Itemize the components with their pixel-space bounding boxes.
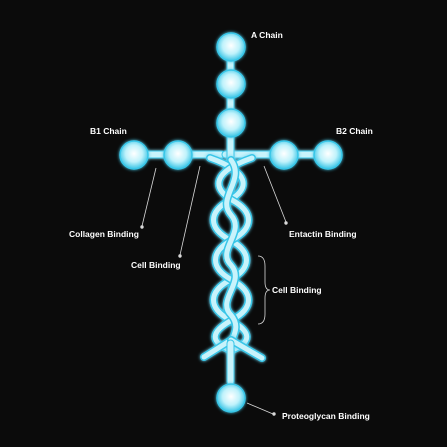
b1-chain-label: B1 Chain — [90, 126, 127, 136]
a-chain-label: A Chain — [251, 30, 283, 40]
cell-binding-left-label: Cell Binding — [131, 260, 181, 270]
entactin-binding-pointer — [263, 165, 287, 223]
collagen-binding-label: Collagen Binding — [69, 229, 139, 239]
a-chain-globule-3 — [216, 108, 246, 138]
cell-binding-left-pointer-dot — [178, 254, 182, 258]
cell-binding-right-label: Cell Binding — [272, 285, 322, 295]
b2-chain-label: B2 Chain — [336, 126, 373, 136]
a-chain-globule-2 — [216, 69, 246, 99]
cell-binding-left-pointer — [179, 165, 201, 256]
a-chain-rod — [226, 44, 235, 166]
bottom-fork — [200, 336, 266, 386]
a-chain-globule-1 — [216, 32, 246, 62]
helix-strand-3-core — [224, 157, 239, 355]
collagen-binding-pointer — [141, 167, 157, 227]
entactin-binding-pointer-dot — [284, 221, 288, 225]
proteoglycan-binding-pointer-dot — [272, 412, 276, 416]
cell-binding-bracket — [257, 255, 271, 325]
collagen-binding-pointer-dot — [140, 225, 144, 229]
globular-domains — [119, 32, 343, 413]
bottom-stalk — [226, 339, 235, 386]
b2-chain-globule-inner — [269, 140, 299, 170]
proteoglycan-globule — [216, 383, 246, 413]
entactin-binding-label: Entactin Binding — [289, 229, 357, 239]
coiled-coil-helix — [206, 154, 256, 356]
b1-chain-globule-outer — [119, 140, 149, 170]
labels: A Chain B1 Chain B2 Chain Collagen Bindi… — [69, 30, 373, 421]
proteoglycan-binding-pointer — [246, 402, 274, 415]
pointer-lines — [140, 165, 288, 416]
fork-right-arm-core — [228, 337, 265, 361]
b2-chain-globule-outer — [313, 140, 343, 170]
fork-left-arm-core — [201, 337, 234, 360]
b1-chain-globule-inner — [163, 140, 193, 170]
proteoglycan-binding-label: Proteoglycan Binding — [282, 411, 370, 421]
